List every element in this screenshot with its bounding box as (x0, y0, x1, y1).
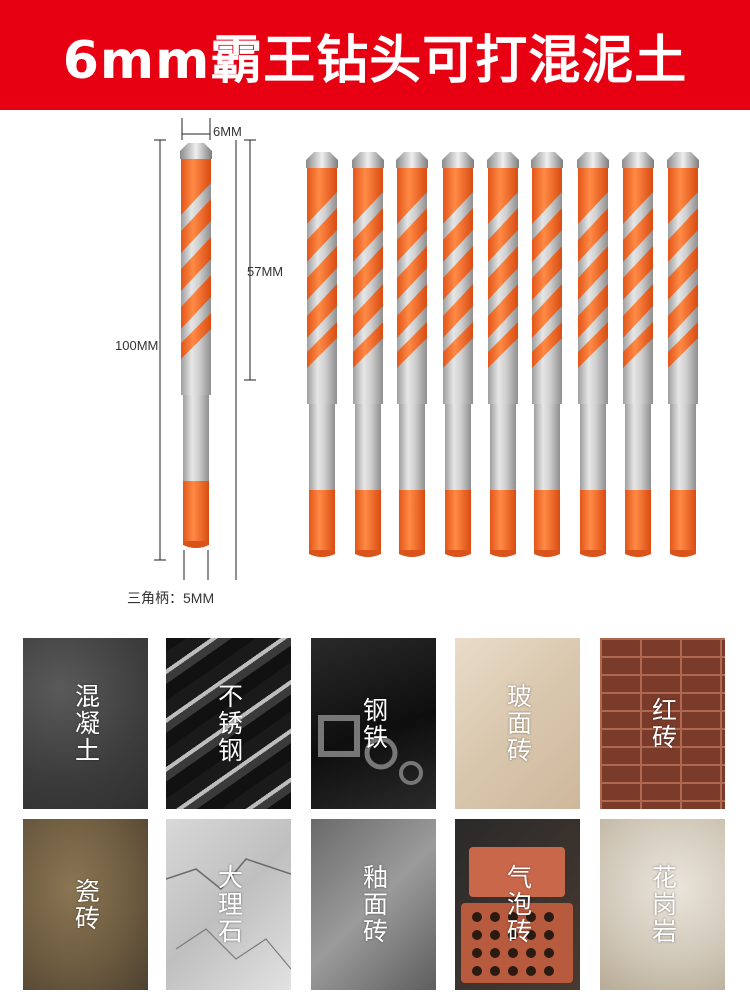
material-tile-aerated-brick: 气泡砖 (455, 819, 580, 990)
drill-bit (577, 152, 609, 557)
material-tile-steel-iron: 钢铁 (311, 638, 436, 809)
material-tile-red-brick: 红砖 (600, 638, 725, 809)
drill-bit (306, 152, 338, 557)
material-label: 钢铁 (359, 696, 389, 751)
drill-bit (667, 152, 699, 557)
drill-bit-row (306, 152, 699, 557)
tip-width-label: 6MM (213, 124, 242, 139)
material-label: 不锈钢 (214, 683, 244, 764)
drill-bit (442, 152, 474, 557)
marble-vein-graphic (166, 858, 291, 970)
material-label: 红砖 (648, 696, 678, 751)
steel-tube-graphic (318, 715, 423, 785)
dimension-drawing (154, 118, 699, 580)
total-length-label: 100MM (115, 338, 159, 353)
material-label: 花岗岩 (648, 864, 678, 945)
shank-label: 三角柄：5MM (127, 590, 215, 606)
material-tile-concrete: 混凝土 (23, 638, 148, 809)
material-tile-glazed-tile: 釉面砖 (311, 819, 436, 990)
material-tile-ceramic: 瓷砖 (23, 819, 148, 990)
drill-bit (487, 152, 519, 557)
material-tile-glass-tile: 玻面砖 (455, 638, 580, 809)
material-label: 釉面砖 (359, 864, 389, 945)
drill-bit-main (180, 143, 212, 548)
materials-grid: 混凝土 不锈钢 钢铁 玻面砖 红砖 瓷砖 大理石 釉面砖 (0, 638, 750, 1000)
material-label: 玻面砖 (503, 683, 533, 764)
material-tile-granite: 花岗岩 (600, 819, 725, 990)
drill-bit-diagram: 6MM 57MM 100MM 三角柄：5MM (0, 110, 750, 620)
drill-bit (396, 152, 428, 557)
drill-bit (352, 152, 384, 557)
flute-length-label: 57MM (247, 264, 284, 279)
material-label: 大理石 (214, 864, 244, 945)
banner-title: 6mm霸王钻头可打混泥土 (62, 30, 688, 91)
material-label: 气泡砖 (503, 864, 533, 945)
material-tile-stainless-steel: 不锈钢 (166, 638, 291, 809)
material-tile-marble: 大理石 (166, 819, 291, 990)
material-label: 混凝土 (71, 683, 101, 764)
drill-bit (622, 152, 654, 557)
title-banner: 6mm霸王钻头可打混泥土 (0, 0, 750, 110)
drill-bit (531, 152, 563, 557)
material-label: 瓷砖 (71, 877, 101, 932)
aerated-brick-graphic (461, 847, 573, 983)
dimension-lines (154, 118, 256, 580)
